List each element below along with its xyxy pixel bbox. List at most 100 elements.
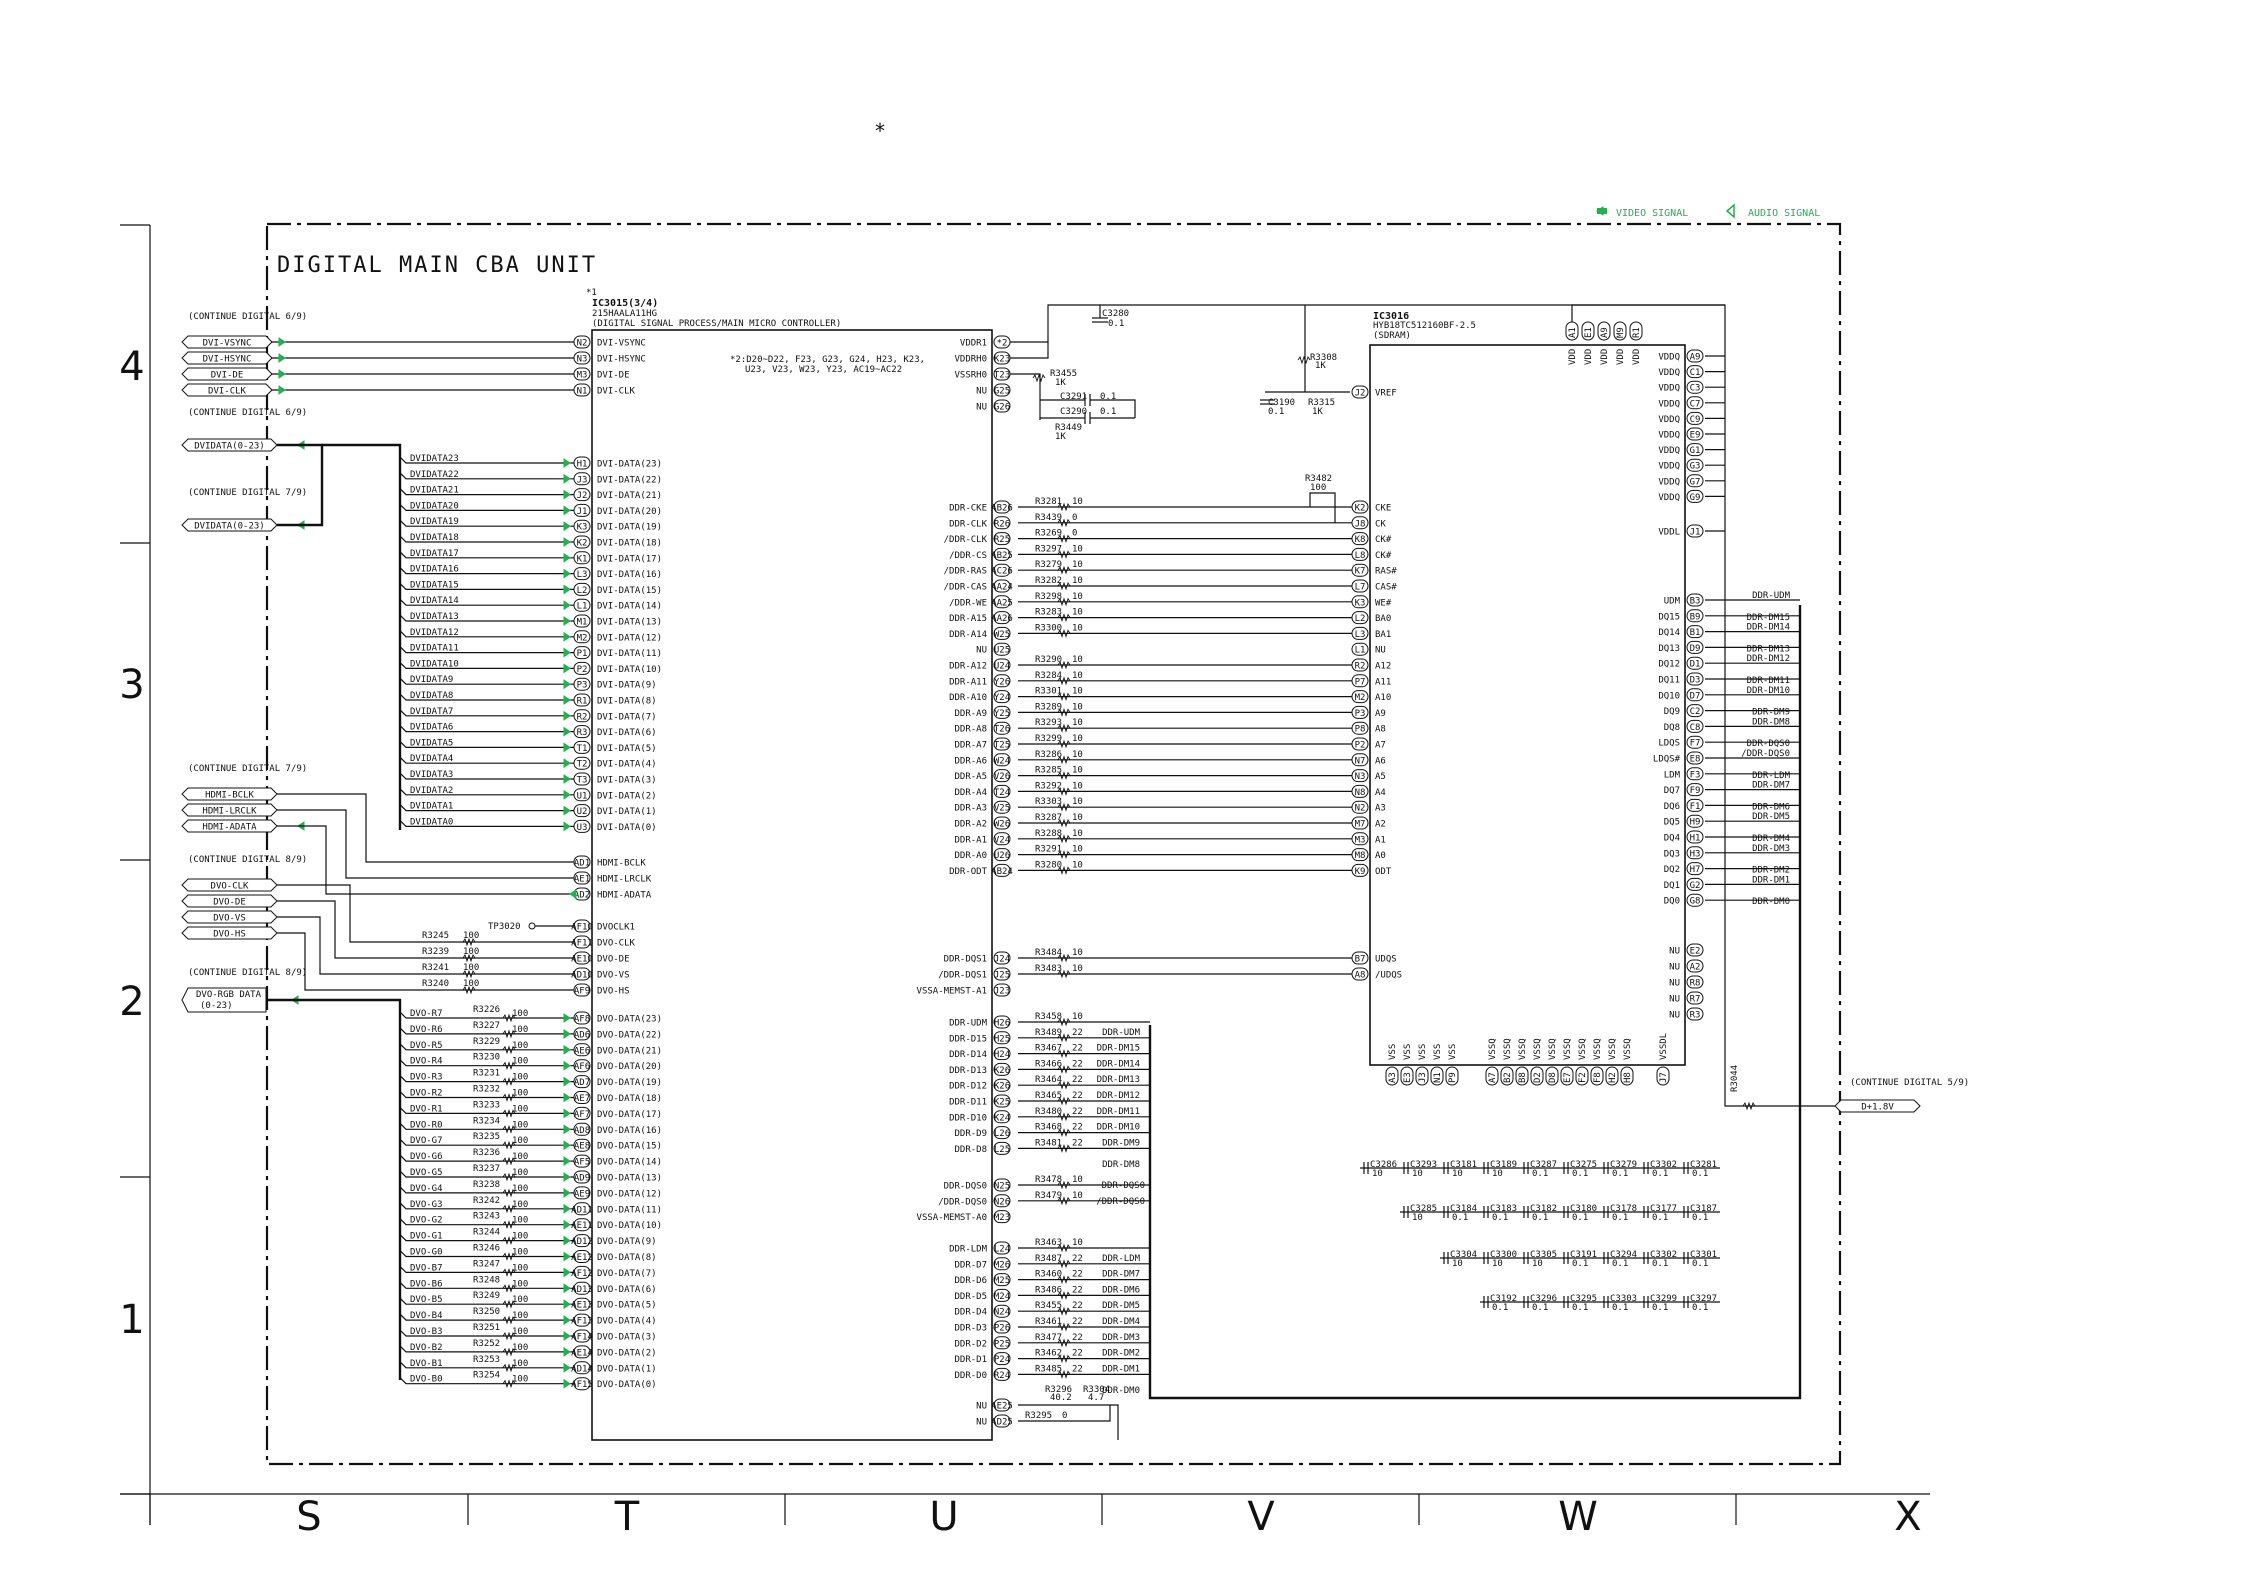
pin-number: J3 — [1418, 1072, 1428, 1083]
dvo-resistor — [462, 985, 476, 995]
pin-number: H1 — [577, 460, 588, 470]
ic3016-pin-name: VSSQ — [1563, 1038, 1573, 1060]
dvidata-net: DVIDATA11 — [410, 644, 459, 654]
dvo-data-resistor — [502, 1045, 516, 1055]
ic3015-pin-name: DDR-ODT — [949, 867, 988, 877]
ic3016-pin — [1351, 784, 1369, 798]
pin-number: T1 — [577, 744, 588, 754]
pin-number: AD8 — [574, 1126, 590, 1136]
pin-number: AF7 — [574, 1110, 590, 1120]
ic3016-pin-name: VDD — [1584, 349, 1594, 365]
ddr-resistor — [1057, 692, 1071, 702]
pin-number: R3 — [577, 728, 588, 738]
ic3016-pin-name: A10 — [1375, 693, 1391, 703]
pin-number: D8 — [1548, 1072, 1558, 1083]
pin-number: AE11 — [571, 1221, 593, 1231]
pin-number: AF8 — [574, 1015, 590, 1025]
pin-number: L1 — [1355, 646, 1366, 656]
pin-number: F1 — [1690, 802, 1701, 812]
ic3016-bottom-pin — [1545, 1066, 1559, 1086]
pin-number: P2 — [577, 665, 588, 675]
ic3016-pin-name: DQ15 — [1658, 612, 1680, 622]
ic3015-pin — [993, 1062, 1011, 1076]
dvo-data-line — [399, 1059, 574, 1067]
bottom-gnd — [1110, 1404, 1119, 1440]
dvo-data-resistor — [502, 1061, 516, 1071]
resistor-ref: R3240 — [422, 979, 449, 989]
pin-number: P2 — [1355, 741, 1366, 751]
resistor-ref: R3243 — [473, 1212, 500, 1222]
pin-number: P7 — [1355, 677, 1366, 687]
resistor-ref: R3239 — [422, 947, 449, 957]
resistor-value: 0 — [1072, 529, 1077, 539]
ic3015-pin-name: DVO-DATA(18) — [597, 1094, 662, 1104]
ic3016-pin — [1351, 626, 1369, 640]
pin-number: F8 — [1593, 1072, 1603, 1083]
ic3015-pin-name: NU — [976, 1402, 987, 1412]
resistor-value: 22 — [1072, 1044, 1083, 1054]
ddr-resistor — [1057, 534, 1071, 544]
ic3015-pin — [993, 737, 1011, 751]
pin-number: W24 — [994, 756, 1010, 766]
cap-value: 0.1 — [1572, 1259, 1588, 1269]
resistor-value: 10 — [1072, 1012, 1083, 1022]
ic3015-pin-name: DDR-A9 — [954, 709, 987, 719]
connector-title: (CONTINUE DIGITAL 6/9) — [188, 312, 307, 322]
ic3016-pin — [1351, 753, 1369, 767]
connector-label: D+1.8V — [1861, 1103, 1894, 1113]
ic3016-pin — [1686, 625, 1704, 639]
signal-arrow — [563, 568, 571, 579]
pin-number: P1 — [577, 649, 588, 659]
ic3016-pin — [1351, 769, 1369, 783]
ic3015-pin-name: NU — [976, 646, 987, 656]
connector-title: (CONTINUE DIGITAL 7/9) — [188, 764, 307, 774]
resistor-value: 10 — [1072, 655, 1083, 665]
ic3016-pin — [1686, 719, 1704, 733]
vddr-wire — [1010, 304, 1725, 343]
resistor-value: 100 — [512, 1359, 528, 1369]
dvidata-line — [399, 630, 574, 638]
dvo-net: DVO-B7 — [410, 1263, 443, 1273]
ic3015-pin-name: DDR-D6 — [954, 1276, 987, 1286]
ic3015-pin — [993, 1320, 1011, 1334]
dvo-net: DVO-G3 — [410, 1200, 443, 1210]
ic3015-pin-name: VDDR1 — [960, 339, 987, 349]
pin-number: T26 — [994, 725, 1010, 735]
ic3015-note: U23, V23, W23, Y23, AC19~AC22 — [745, 365, 902, 375]
dvo-data-resistor — [502, 1252, 516, 1261]
resistor-ref: R3299 — [1035, 734, 1062, 744]
cap-ref: C3291 — [1060, 392, 1087, 402]
connector-label: DVIDATA(0-23) — [194, 522, 264, 532]
ic3015-pin-name: DVI-DATA(17) — [597, 554, 662, 564]
cap-value: 0.1 — [1652, 1259, 1668, 1269]
resistor-value: 4.7 — [1088, 1393, 1104, 1403]
ic3015-pin-name: DDR-D8 — [954, 1145, 987, 1155]
resistor-ref: R3484 — [1035, 948, 1062, 958]
pin-number: R24 — [994, 1371, 1010, 1381]
ic3015-pin-name: DVI-DATA(7) — [597, 712, 657, 722]
dq-resistor — [1057, 1143, 1071, 1153]
dvidata-line — [399, 582, 574, 590]
cap-ref: C3296 — [1530, 1294, 1557, 1304]
ic3016-pin-name: VDD — [1600, 349, 1610, 365]
resistor-ref: R3467 — [1035, 1044, 1062, 1054]
resistor-ref: R3242 — [473, 1196, 500, 1206]
pin-number: L2 — [1355, 614, 1366, 624]
pin-number: D1 — [1690, 660, 1701, 670]
signal-arrow — [563, 710, 571, 721]
ic3016-pin — [1686, 751, 1704, 765]
dvo-data-line — [399, 1313, 574, 1321]
pin-number: N2 — [577, 339, 588, 349]
ic3016-bottom-pin — [1515, 1066, 1529, 1086]
resistor-ref: R3044 — [1730, 1065, 1740, 1092]
ic3015-pin-name: DVO-DATA(11) — [597, 1205, 662, 1215]
unit-border — [265, 222, 1842, 1466]
dvidata-net: DVIDATA15 — [410, 580, 459, 590]
ic3015-pin-name: DVI-HSYNC — [597, 355, 646, 365]
dvidata-net: DVIDATA5 — [410, 738, 453, 748]
pin-number: AB25 — [991, 551, 1013, 561]
ic3015-pin-name: DVI-DATA(22) — [597, 475, 662, 485]
pin-number: B7 — [1355, 955, 1366, 965]
ic3015-pin-name: DVO-DATA(15) — [597, 1142, 662, 1152]
hdmi-wire — [277, 825, 574, 895]
